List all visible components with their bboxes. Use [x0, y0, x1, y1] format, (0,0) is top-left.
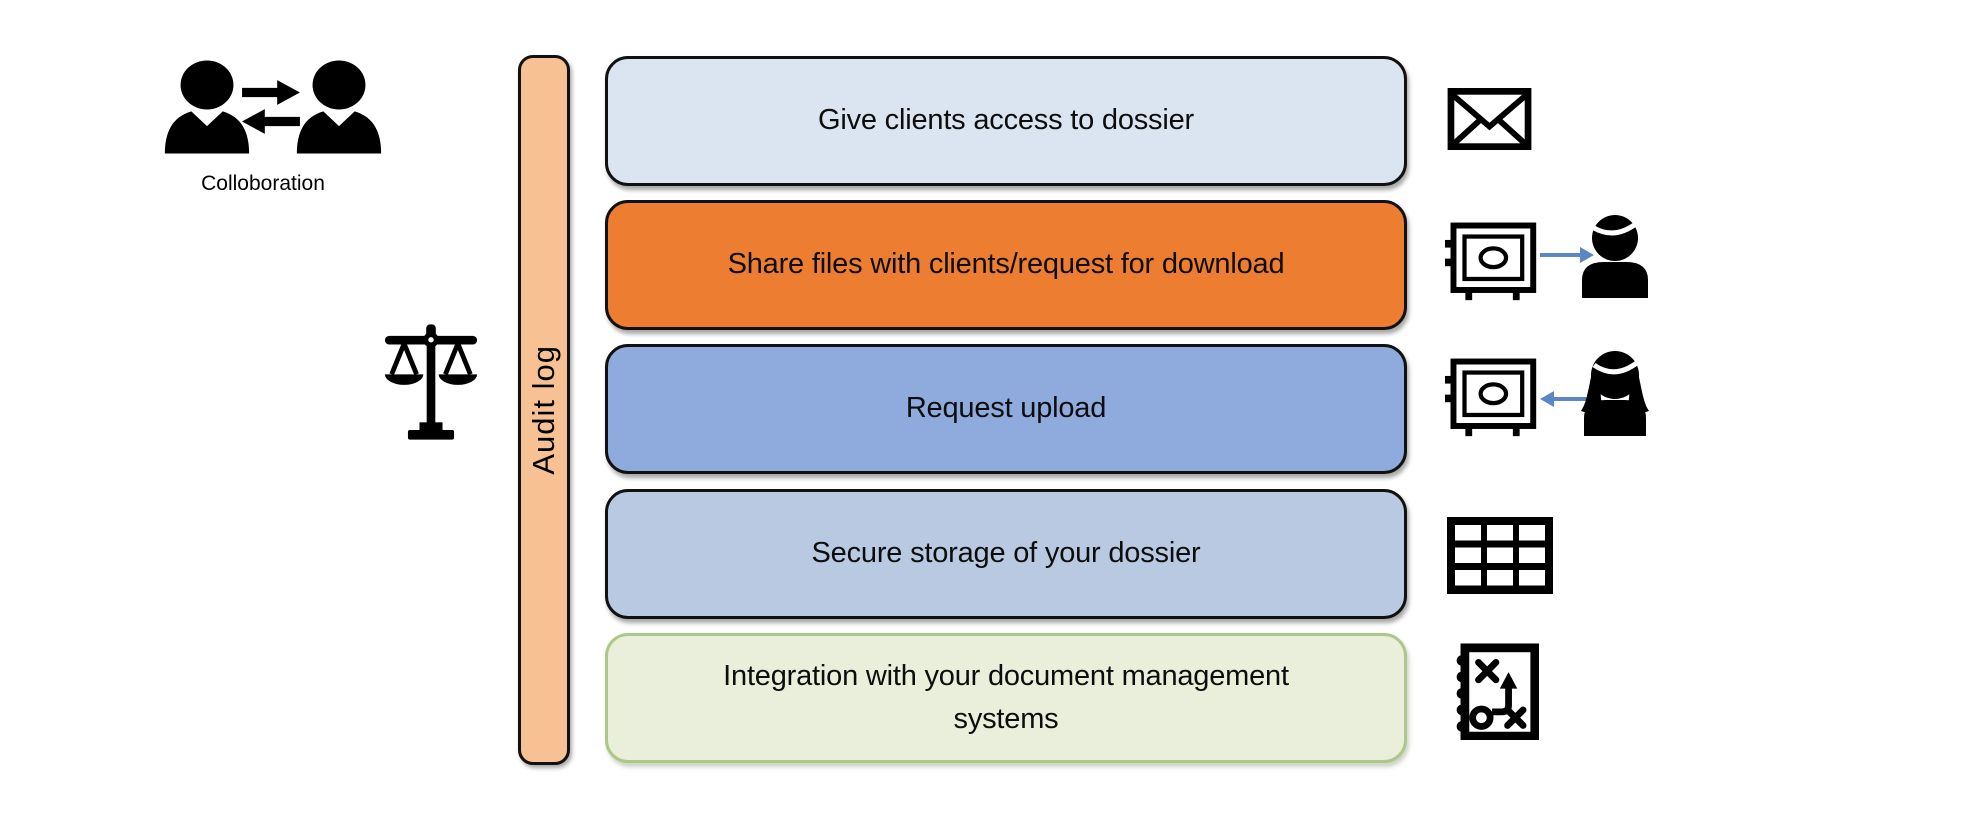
feature-box-secure-storage: Secure storage of your dossier — [605, 489, 1407, 619]
collaboration-label: Colloboration — [201, 172, 325, 195]
feature-label: Secure storage of your dossier — [811, 537, 1201, 570]
safe-icon — [1445, 358, 1540, 438]
feature-box-share-files: Share files with clients/request for dow… — [605, 200, 1407, 330]
safe-icon — [1445, 222, 1540, 302]
person-right-icon — [290, 57, 388, 158]
feature-box-integration: Integration with your document managemen… — [605, 633, 1407, 763]
feature-label: Request upload — [905, 392, 1107, 425]
man-icon — [1578, 214, 1652, 298]
strategy-book-icon — [1449, 643, 1539, 740]
audit-log-label: Audit log — [526, 345, 561, 475]
exchange-arrows-icon — [240, 78, 302, 136]
feature-box-request-upload: Request upload — [605, 344, 1407, 474]
feature-label: Give clients access to dossier — [818, 104, 1194, 137]
audit-log-bar: Audit log — [518, 55, 570, 765]
person-left-icon — [158, 57, 256, 158]
feature-box-give-clients-access: Give clients access to dossier — [605, 56, 1407, 186]
woman-icon — [1578, 350, 1652, 436]
arrow-right-icon — [1540, 246, 1594, 264]
feature-label: Integration with your document managemen… — [723, 659, 1289, 736]
envelope-icon — [1447, 88, 1532, 150]
scales-icon — [383, 322, 479, 442]
table-grid-icon — [1447, 517, 1553, 594]
feature-label: Share files with clients/request for dow… — [727, 248, 1285, 281]
